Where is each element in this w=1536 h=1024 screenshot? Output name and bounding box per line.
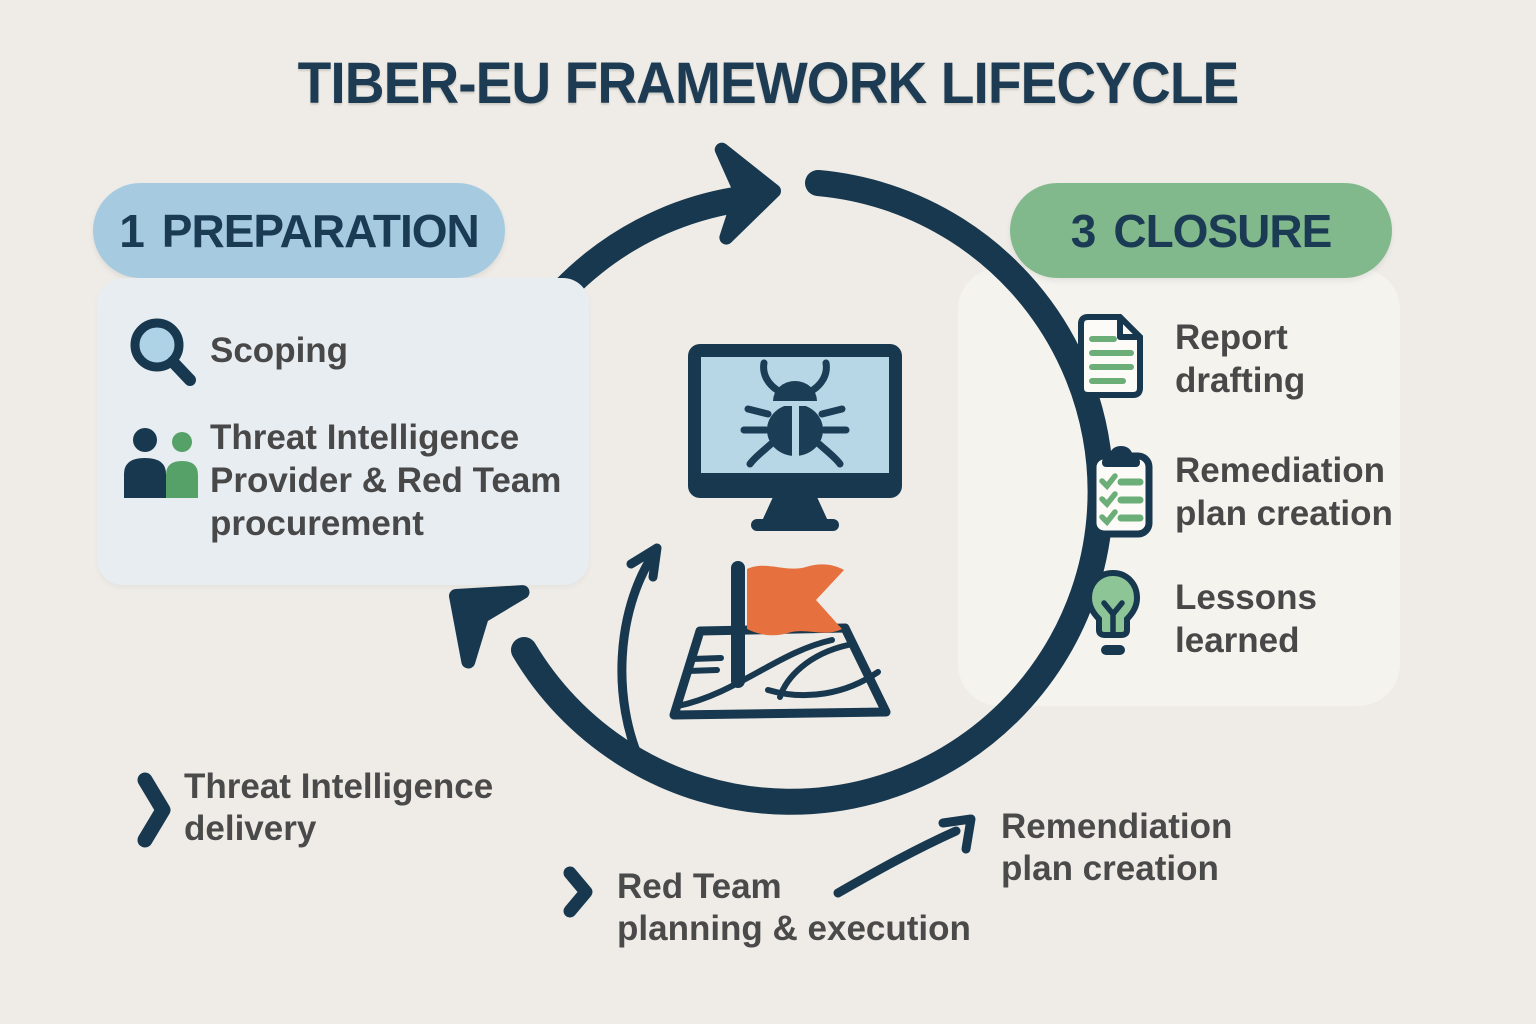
lightbulb-icon <box>1085 569 1141 655</box>
annotation-remediation: Remendiation plan creation <box>1001 807 1233 888</box>
closure-item-report: Report drafting <box>1175 318 1306 400</box>
preparation-label: PREPARATION <box>161 204 480 257</box>
cycle-arrowhead-top <box>714 142 781 245</box>
closure-pill: 3 CLOSURE <box>1010 183 1392 278</box>
monitor-bug-icon <box>688 344 902 531</box>
annotation-threat-intel-delivery: Threat Intelligence delivery <box>184 767 494 848</box>
closure-label: CLOSURE <box>1113 204 1332 257</box>
page-title: TIBER-EU FRAMEWORK LIFECYCLE <box>297 51 1240 116</box>
closure-item-lessons: Lessons learned <box>1175 578 1317 660</box>
preparation-pill: 1 PREPARATION <box>93 183 505 278</box>
up-arrow-icon <box>617 543 662 768</box>
preparation-number: 1 <box>119 204 145 257</box>
closure-number: 3 <box>1070 204 1097 257</box>
chevron-right-icon <box>137 772 171 848</box>
preparation-item-scoping: Scoping <box>210 331 349 370</box>
preparation-item-procurement: Threat Intelligence Provider & Red Team … <box>210 418 562 543</box>
magnifier-icon <box>130 318 196 386</box>
bug-icon <box>740 359 850 468</box>
clipboard-icon <box>1089 446 1153 538</box>
annotation-red-team: Red Team planning & execution <box>617 867 971 948</box>
closure-item-remediation: Remediation plan creation <box>1175 451 1393 533</box>
people-icon <box>124 428 198 498</box>
chevron-right-icon <box>563 866 593 918</box>
document-icon <box>1078 314 1143 398</box>
flag-map-icon <box>669 561 891 720</box>
